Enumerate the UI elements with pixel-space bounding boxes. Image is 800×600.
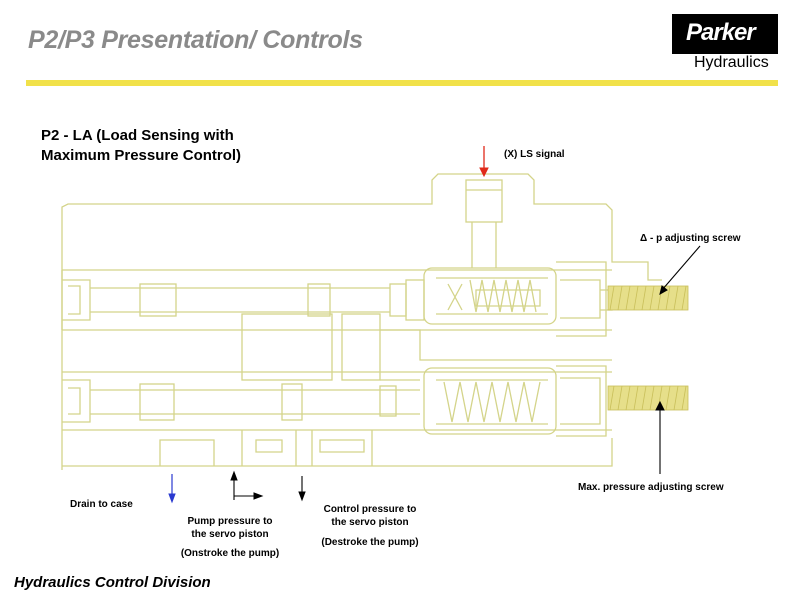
page-title: P2/P3 Presentation/ Controls: [28, 26, 363, 54]
pump-label-line2: the servo piston: [191, 529, 269, 540]
control-label-line1: Control pressure to: [323, 504, 417, 515]
pump-onstroke-label: (Onstroke the pump): [180, 548, 280, 559]
logo-box: [672, 14, 778, 54]
ls-signal-arrow: [479, 146, 489, 178]
drain-port: [159, 439, 215, 466]
pump-pressure-label: Pump pressure to the servo piston: [168, 515, 292, 541]
drain-label: Drain to case: [70, 499, 133, 510]
diagram-title: P2 - LA (Load Sensing with Maximum Press…: [41, 126, 241, 166]
lower-spool-land-2: [281, 383, 303, 421]
control-destroke-label: (Destroke the pump): [321, 537, 419, 548]
logo-brand: Parker: [686, 19, 756, 46]
lower-spring-coils: [443, 381, 541, 423]
lower-spool-land-1: [139, 383, 175, 421]
logo-subtitle: Hydraulics: [694, 54, 769, 71]
dp-screw-leader: [661, 245, 701, 291]
middle-chamber-left: [241, 313, 333, 381]
upper-spool-land-3: [389, 283, 407, 317]
lower-spring-chamber: [423, 367, 557, 435]
pump-port: [241, 430, 297, 466]
pump-label-line1: Pump pressure to: [187, 516, 273, 527]
middle-chamber-right: [341, 313, 381, 381]
footer-division: Hydraulics Control Division: [14, 574, 211, 591]
drain-arrow: [168, 474, 176, 504]
control-pressure-label: Control pressure to the servo piston: [308, 503, 432, 529]
parker-logo: Parker Hydraulics: [672, 14, 780, 74]
pump-pressure-arrows: [230, 470, 264, 500]
diagram-title-line1: P2 - LA (Load Sensing with: [41, 127, 234, 144]
control-label-line2: the servo piston: [331, 517, 409, 528]
upper-spool-land-1: [139, 283, 177, 317]
upper-spring-chamber: [423, 267, 557, 325]
valve-housing: [61, 173, 662, 470]
diagram-title-line2: Maximum Pressure Control): [41, 147, 242, 164]
lower-bore: [62, 371, 612, 431]
ls-signal-label: (X) LS signal: [504, 149, 565, 160]
header-divider: [26, 80, 778, 86]
ls-port: [465, 179, 503, 223]
upper-bore: [61, 269, 612, 331]
control-port: [311, 430, 373, 466]
max-screw-label: Max. pressure adjusting screw: [578, 482, 724, 493]
control-pressure-arrow: [298, 476, 306, 502]
upper-spool-land-2: [307, 283, 331, 317]
dp-screw-label: Δ - p adjusting screw: [640, 233, 741, 244]
upper-spring-coils: [469, 279, 537, 313]
